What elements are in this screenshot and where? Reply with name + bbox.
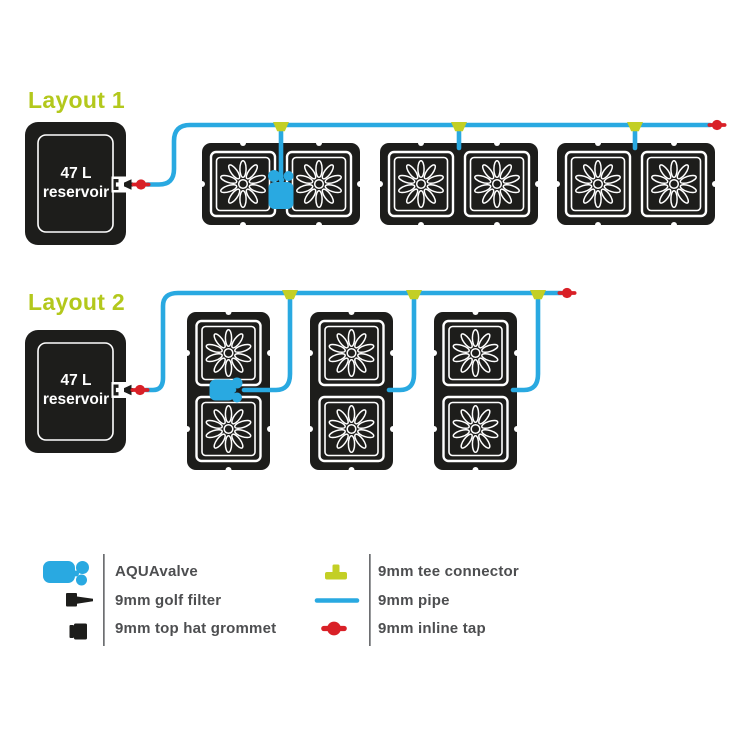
- layout1-tray-3: [554, 140, 718, 228]
- legend-divider-right: [369, 554, 371, 646]
- reservoir-capacity: 47 L: [60, 372, 92, 389]
- tee-connector-icon: [627, 122, 643, 132]
- layout2-tray-3: [431, 309, 520, 473]
- golf-filter-grommet-fitting: [111, 176, 135, 193]
- legend-label-top-hat-grommet: 9mm top hat grommet: [115, 620, 277, 637]
- layout2-title: Layout 2: [28, 289, 125, 315]
- reservoir-capacity: 47 L: [60, 165, 92, 182]
- tee-connector-icon: [273, 122, 289, 132]
- tee-connector-icon: [406, 290, 422, 300]
- legend-label-tee-connector: 9mm tee connector: [378, 563, 519, 580]
- layout2-diagram: [24, 287, 577, 473]
- layout1-title: Layout 1: [28, 87, 125, 113]
- layout2-reservoir-label: 47 L reservoir: [38, 372, 114, 409]
- layout2-tray-2: [307, 309, 396, 473]
- layout2-drop-pipe-2: [386, 292, 417, 393]
- tee-connector-icon: [530, 290, 546, 300]
- golf-filter-icon: [66, 593, 93, 607]
- aquavalve-icon: [43, 561, 89, 586]
- legend-label-pipe: 9mm pipe: [378, 591, 450, 609]
- tee-connector-icon: [451, 122, 467, 132]
- tee-connector-icon: [325, 564, 347, 580]
- layout1-reservoir-label: 47 L reservoir: [38, 165, 114, 202]
- reservoir-word: reservoir: [42, 390, 110, 408]
- legend-label-golf-filter: 9mm golf filter: [115, 591, 222, 609]
- layout1-main-pipe: [144, 122, 713, 187]
- inline-tap-icon: [557, 287, 577, 299]
- layout2-main-pipe: [143, 290, 564, 393]
- layout1-diagram: [24, 119, 727, 246]
- inline-tap-icon: [321, 621, 347, 636]
- top-hat-grommet-icon: [69, 623, 87, 640]
- layout2-drop-pipe-3: [510, 292, 541, 393]
- legend-label-inline-tap: 9mm inline tap: [378, 620, 486, 637]
- layout2-drop-pipe-1: [241, 292, 293, 393]
- legend-label-aquavalve: AQUAvalve: [115, 563, 198, 580]
- tee-connector-icon: [282, 290, 298, 300]
- reservoir-word: reservoir: [42, 183, 110, 201]
- legend-icons: [43, 554, 371, 646]
- legend-divider-left: [103, 554, 105, 646]
- inline-tap-icon: [707, 119, 727, 131]
- layout1-tray-2: [377, 140, 541, 228]
